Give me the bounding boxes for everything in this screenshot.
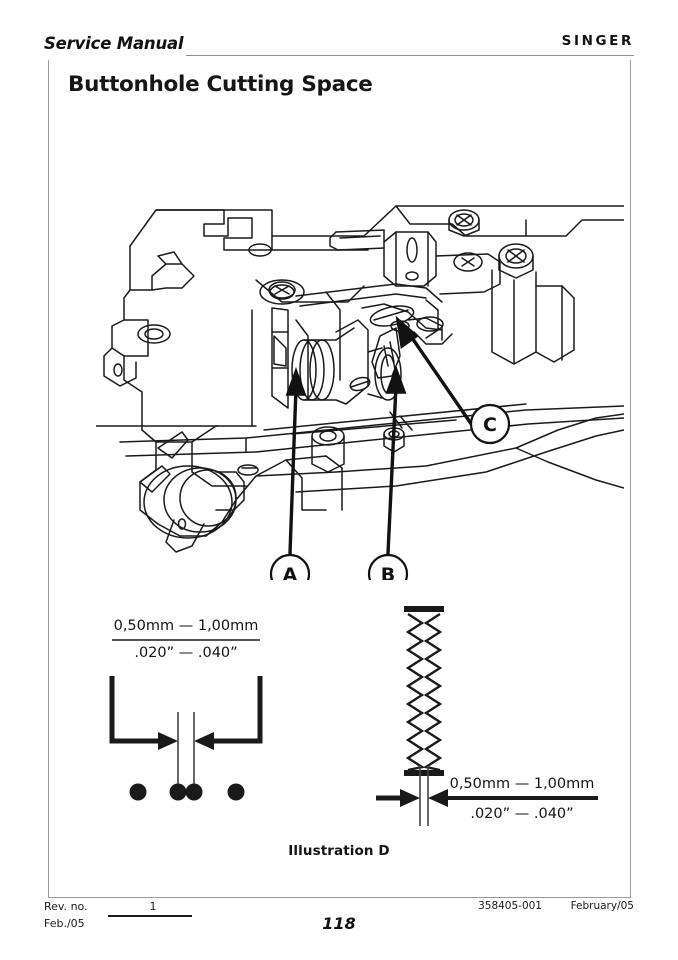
zigzag-right <box>422 612 443 772</box>
arrow-left-head <box>194 732 214 750</box>
zigzag-left <box>405 612 426 772</box>
revision-label: Rev. no. <box>44 900 88 913</box>
callout-label-a: A <box>283 564 298 580</box>
document-date: February/05 <box>570 900 634 912</box>
header-rule <box>186 55 634 56</box>
arrow-left-head <box>428 789 448 807</box>
dimension-metric-label: 0,50mm — 1,00mm <box>114 618 259 634</box>
arrow-right-head <box>158 732 178 750</box>
illustration-caption: Illustration D <box>288 843 390 859</box>
singer-brand-logo: SINGER <box>561 33 634 49</box>
revision-number: 1 <box>149 900 157 913</box>
dimension-imperial-label: .020” — .040” <box>470 806 573 822</box>
arrow-right-head <box>400 789 420 807</box>
stitch-dot-row <box>129 783 245 801</box>
revision-underline <box>108 915 192 917</box>
page-footer: Rev. no. 1 Feb./05 118 358405-001 Februa… <box>44 900 634 946</box>
dimension-metric-label: 0,50mm — 1,00mm <box>450 776 595 792</box>
callout-label-c: C <box>483 414 497 436</box>
callout-label-b: B <box>381 564 395 580</box>
service-manual-label: Service Manual <box>44 34 184 53</box>
bar-tack-top <box>404 606 444 612</box>
document-code: 358405-001 <box>478 900 542 912</box>
page-number: 118 <box>322 914 356 933</box>
page-title: Buttonhole Cutting Space <box>68 72 373 97</box>
callout-circle-a <box>269 553 311 580</box>
callout-circle-b <box>367 553 409 580</box>
bar-tack-bottom <box>404 770 444 776</box>
page-header: Service Manual SINGER <box>44 33 634 62</box>
revision-date: Feb./05 <box>44 917 85 930</box>
dimension-imperial-label: .020” — .040” <box>134 645 237 661</box>
content-frame <box>48 60 631 898</box>
cutting-space-top-view-diagram: 0,50mm — 1,00mm .020” — .040” <box>96 600 306 830</box>
buttonhole-stitch-side-view-diagram: 0,50mm — 1,00mm .020” — .040” <box>370 598 610 836</box>
machine-assembly-illustration: A B C <box>96 180 624 580</box>
callout-circle-c <box>469 403 511 445</box>
